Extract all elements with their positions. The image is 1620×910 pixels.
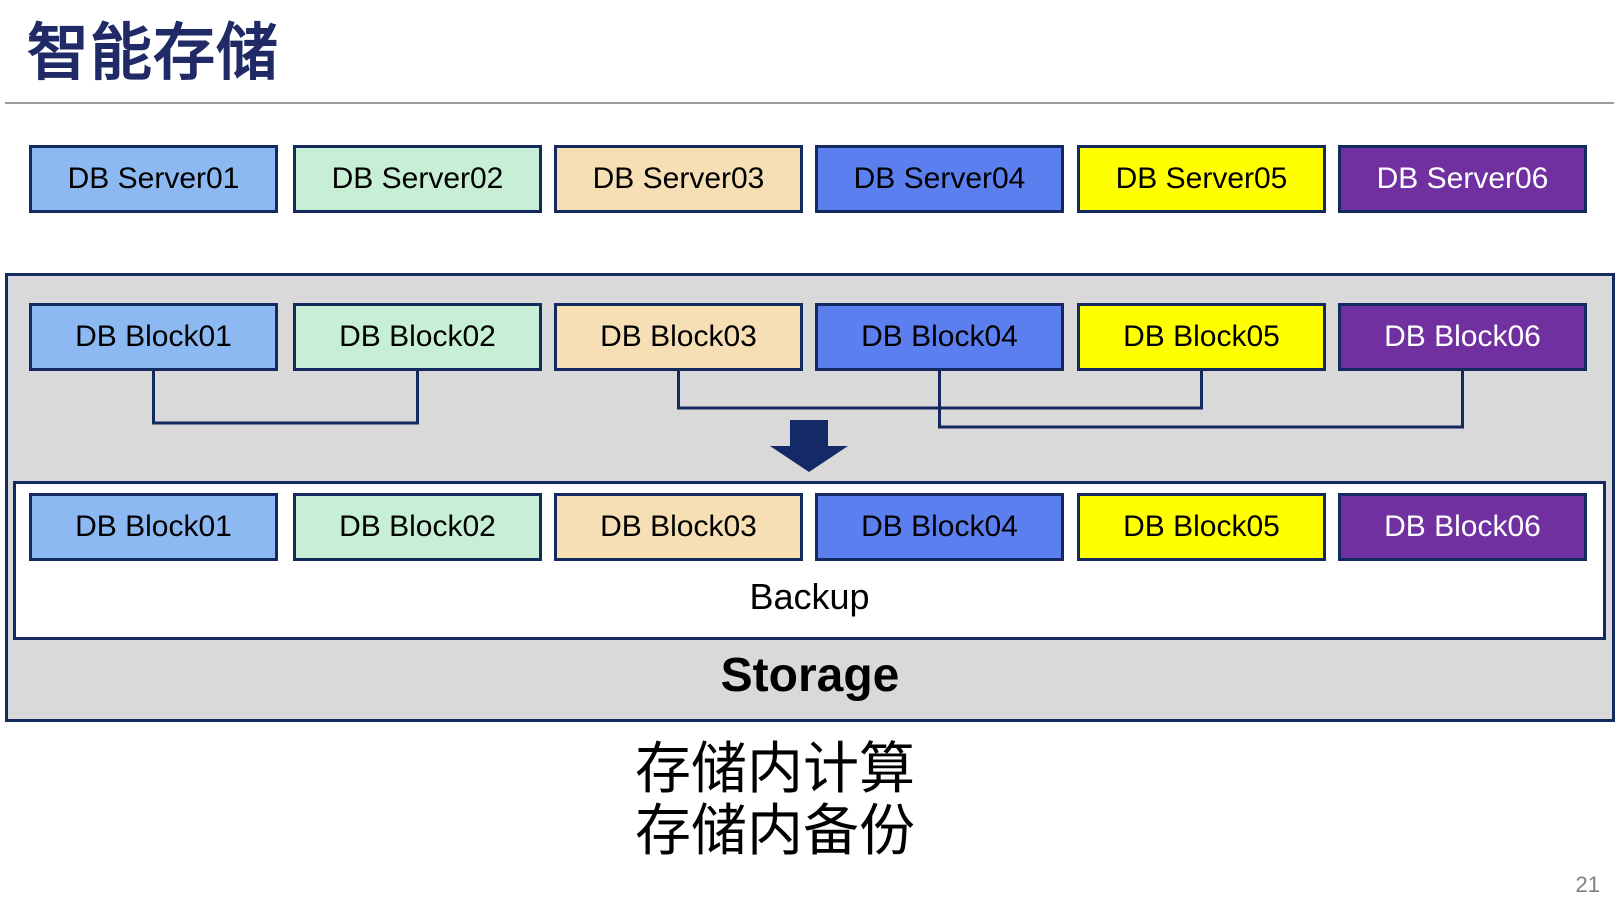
storage-label: Storage: [720, 649, 900, 702]
caption-line-compute: 存储内计算: [635, 737, 915, 800]
title-divider: [5, 102, 1614, 104]
db-block-02-box: DB Block02: [293, 303, 542, 371]
backup-db-block-05-box: DB Block05: [1077, 493, 1326, 561]
backup-db-block-03-box: DB Block03: [554, 493, 803, 561]
caption-text: 存储内计算 存储内备份: [635, 738, 915, 862]
backup-db-block-06-box: DB Block06: [1338, 493, 1587, 561]
backup-label: Backup: [749, 576, 870, 617]
page-number: 21: [1575, 872, 1600, 897]
db-server-06-box: DB Server06: [1338, 145, 1587, 213]
db-block-04-box: DB Block04: [815, 303, 1064, 371]
backup-db-block-01-box: DB Block01: [29, 493, 278, 561]
db-server-01-box: DB Server01: [29, 145, 278, 213]
db-block-06-box: DB Block06: [1338, 303, 1587, 371]
caption-line-backup: 存储内备份: [635, 799, 915, 862]
db-server-02-box: DB Server02: [293, 145, 542, 213]
db-server-05-box: DB Server05: [1077, 145, 1326, 213]
db-server-03-box: DB Server03: [554, 145, 803, 213]
db-block-03-box: DB Block03: [554, 303, 803, 371]
slide-title: 智能存储: [27, 19, 280, 88]
db-block-01-box: DB Block01: [29, 303, 278, 371]
db-block-05-box: DB Block05: [1077, 303, 1326, 371]
backup-db-block-04-box: DB Block04: [815, 493, 1064, 561]
backup-db-block-02-box: DB Block02: [293, 493, 542, 561]
db-server-04-box: DB Server04: [815, 145, 1064, 213]
